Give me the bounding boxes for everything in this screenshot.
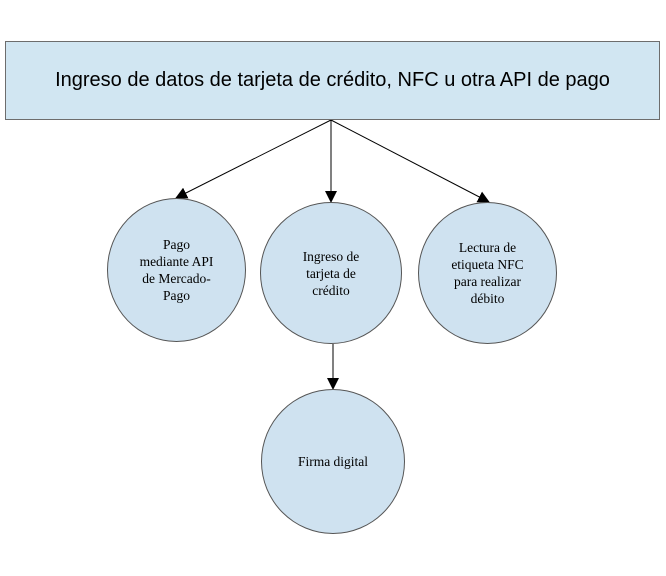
top-box-node: Ingreso de datos de tarjeta de crédito, … <box>5 41 660 120</box>
node-pago-mercadopago-label: Pago mediante API de Mercado-Pago <box>139 237 214 303</box>
node-lectura-nfc: Lectura de etiqueta NFC para realizar dé… <box>418 202 557 344</box>
node-ingreso-tarjeta: Ingreso de tarjeta de crédito <box>260 202 402 344</box>
node-firma-digital-label: Firma digital <box>297 454 369 469</box>
node-ingreso-tarjeta-label: Ingreso de tarjeta de crédito <box>302 248 360 298</box>
top-box-label: Ingreso de datos de tarjeta de crédito, … <box>55 69 610 91</box>
node-lectura-nfc-label: Lectura de etiqueta NFC para realizar dé… <box>451 240 524 306</box>
node-firma-digital: Firma digital <box>261 389 405 534</box>
arrow-to-pago-mercadopago <box>175 119 332 199</box>
arrow-to-lectura-nfc <box>330 119 490 203</box>
node-pago-mercadopago: Pago mediante API de Mercado-Pago <box>107 198 246 342</box>
